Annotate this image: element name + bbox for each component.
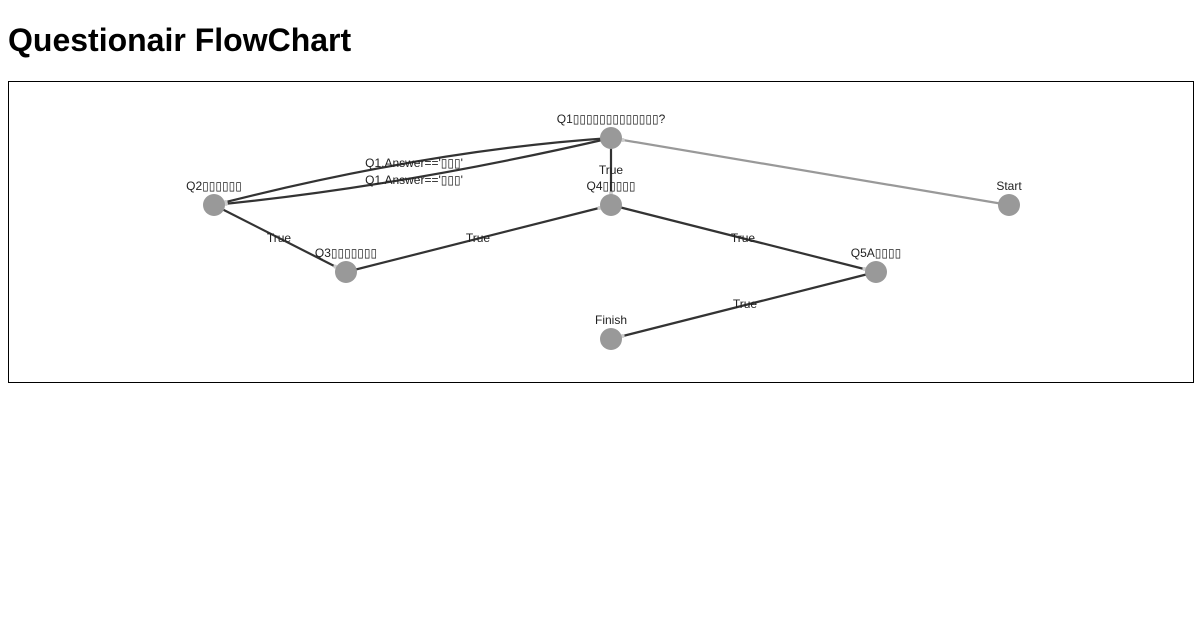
node-label-q4: Q4▯▯▯▯▯ — [586, 179, 635, 193]
page-title: Questionair FlowChart — [8, 22, 352, 58]
node-q2[interactable] — [203, 194, 225, 216]
edge-q5a-finish[interactable] — [610, 270, 877, 341]
edge-label: Q1.Answer=='▯▯▯' — [365, 173, 463, 187]
node-finish[interactable] — [600, 328, 622, 350]
node-label-q5a: Q5A▯▯▯▯ — [851, 246, 901, 260]
node-q3[interactable] — [335, 261, 357, 283]
edge-label: True — [599, 163, 624, 177]
edge-q4-q5a[interactable] — [610, 203, 877, 274]
node-label-q1: Q1▯▯▯▯▯▯▯▯▯▯▯▯▯? — [557, 112, 666, 126]
node-q5a[interactable] — [865, 261, 887, 283]
edge-label: Q1.Answer=='▯▯▯' — [365, 156, 463, 170]
node-q4[interactable] — [600, 194, 622, 216]
edge-arrowhead — [609, 191, 613, 195]
edge-q1-q2-a[interactable] — [213, 136, 612, 207]
edge-q1-q2-b[interactable] — [213, 136, 612, 207]
edge-label: True — [733, 297, 758, 311]
node-label-q2: Q2▯▯▯▯▯▯ — [186, 179, 242, 193]
edge-start-q1[interactable] — [610, 136, 1010, 207]
edge-q3-q4[interactable] — [345, 203, 612, 274]
edge-label: True — [466, 231, 491, 245]
edge-label: True — [267, 231, 292, 245]
node-label-start: Start — [996, 179, 1022, 193]
node-label-finish: Finish — [595, 313, 627, 327]
flowchart-svg[interactable]: TrueQ1.Answer=='▯▯▯'Q1.Answer=='▯▯▯'True… — [9, 82, 1193, 382]
node-start[interactable] — [998, 194, 1020, 216]
node-label-q3: Q3▯▯▯▯▯▯▯ — [315, 246, 377, 260]
edge-q2-q3[interactable] — [213, 204, 347, 273]
edge-label: True — [731, 231, 756, 245]
node-q1[interactable] — [600, 127, 622, 149]
